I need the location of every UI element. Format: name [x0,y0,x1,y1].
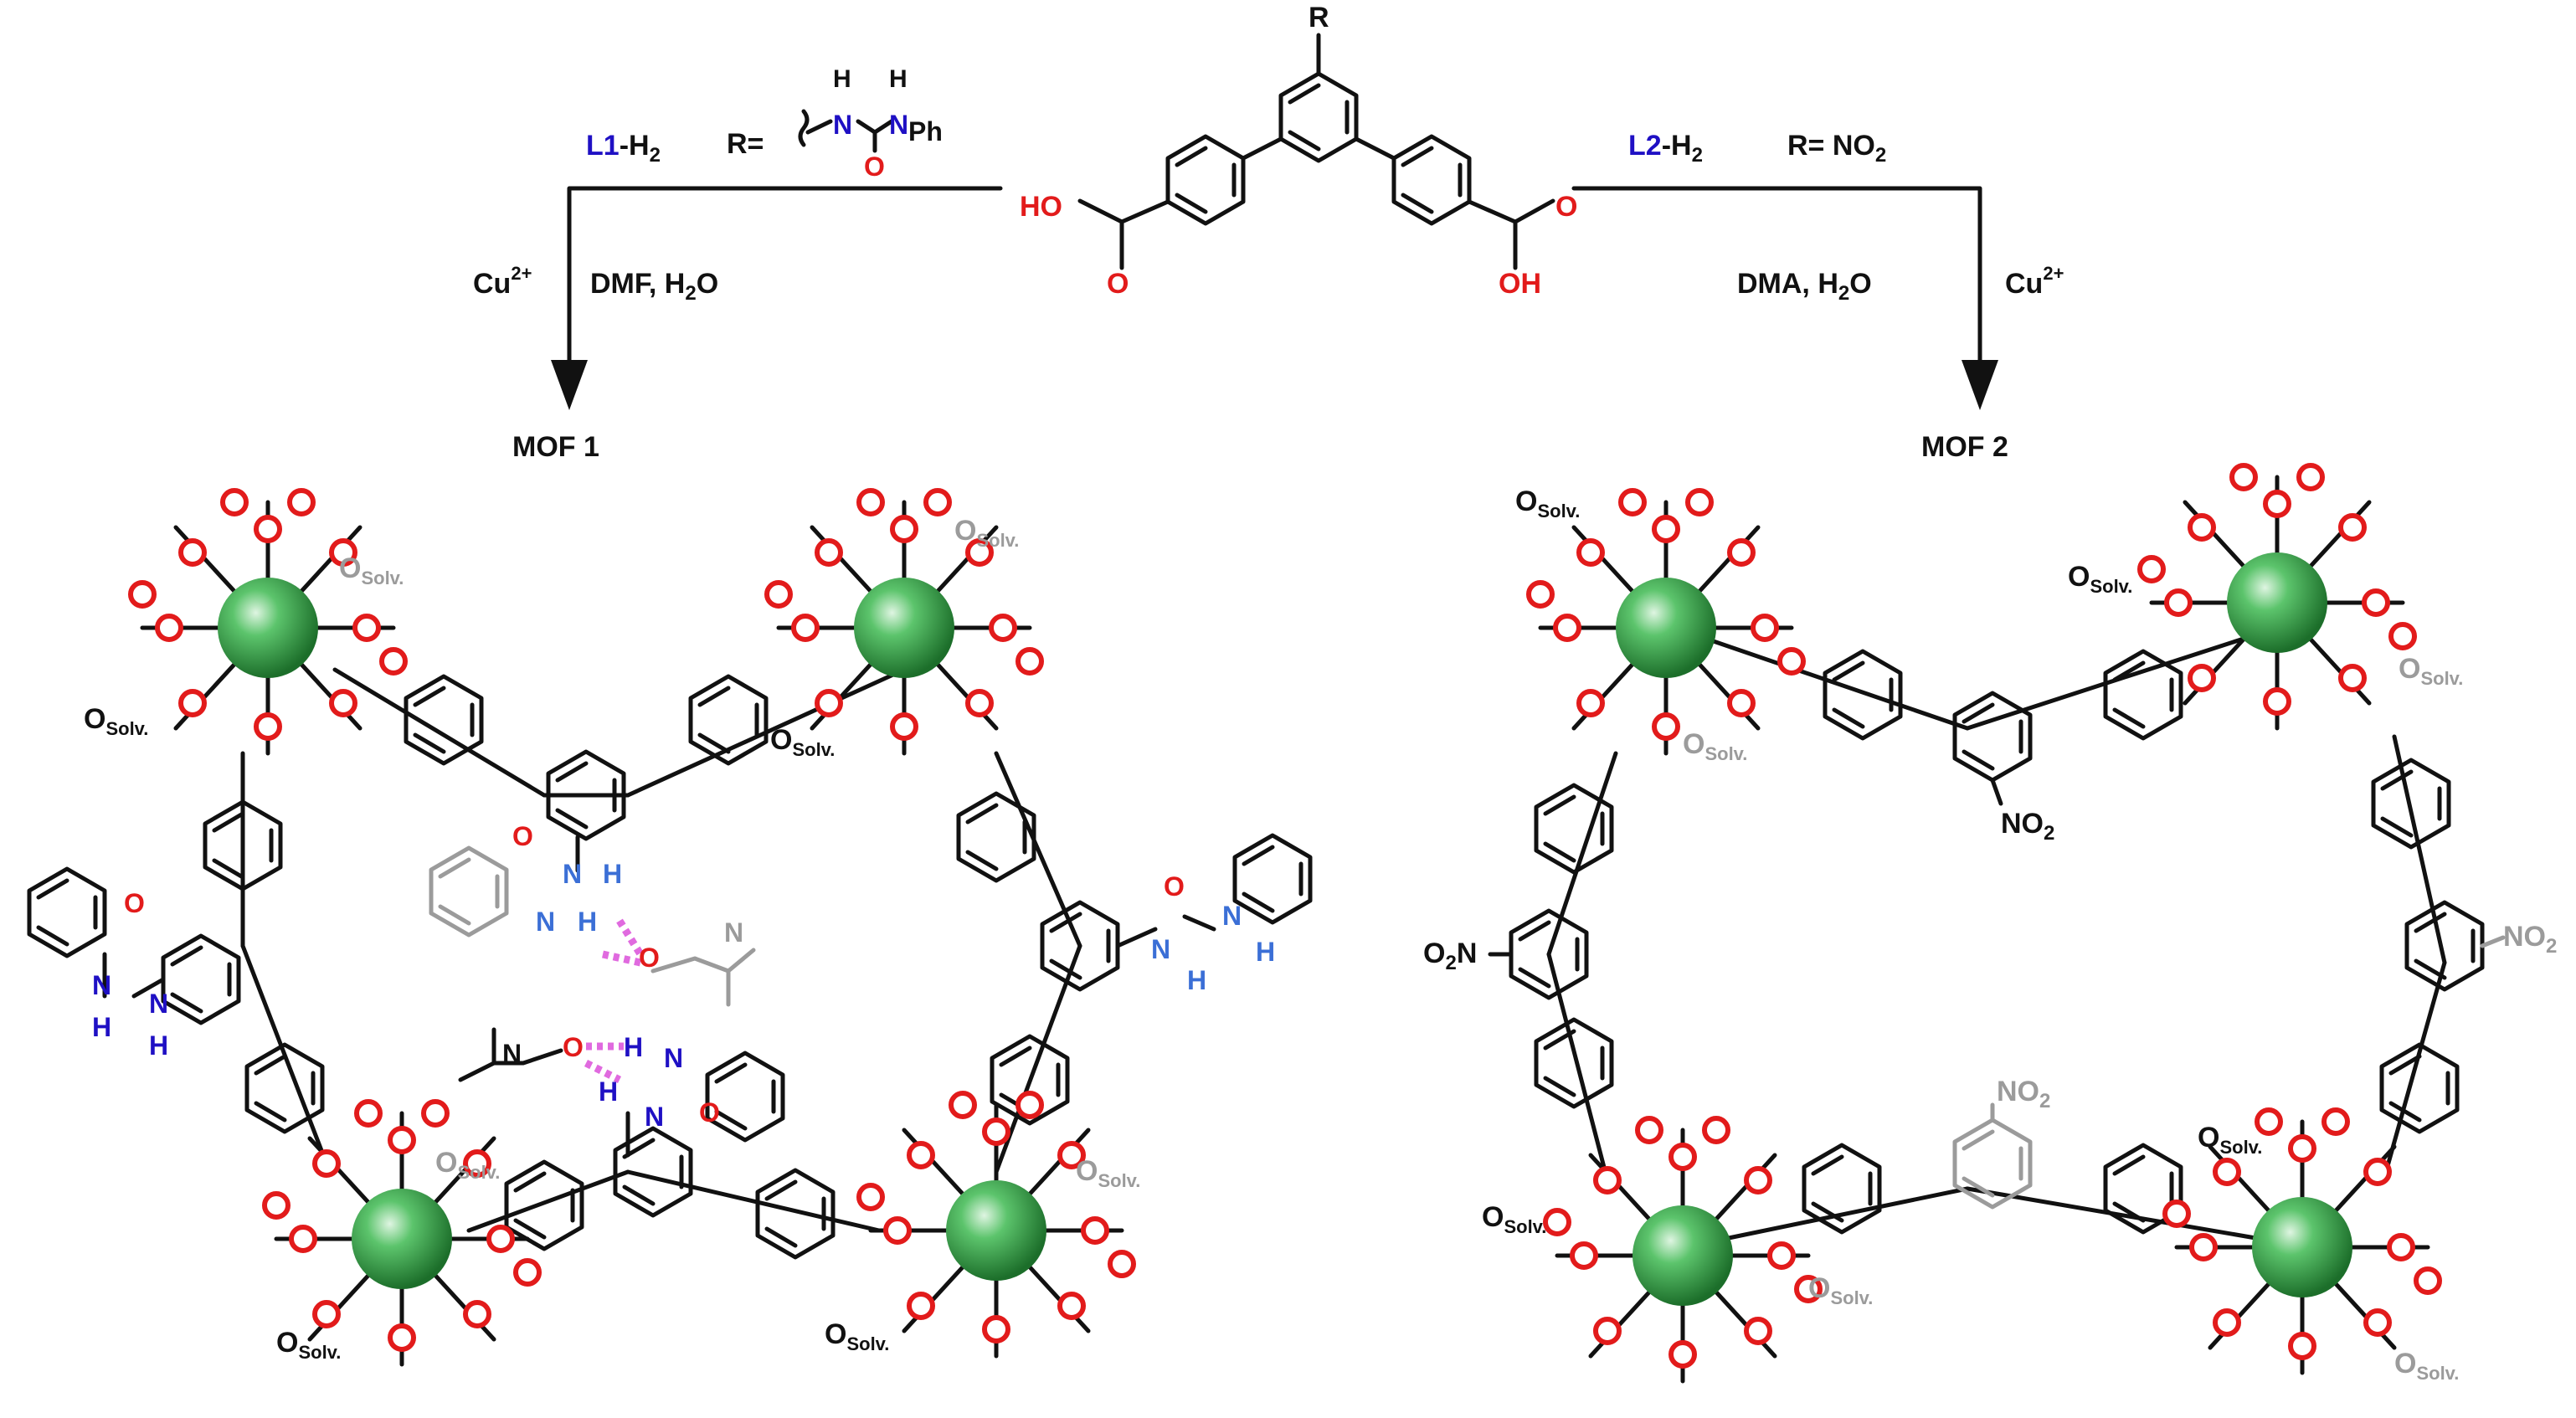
l1-ligand-label: L1-H2 [586,130,661,167]
right-reaction-arrow [1571,186,1998,410]
mof1-framework [29,491,1310,1364]
left-aryl-ring [1168,136,1243,223]
urea-n-label: N [645,1102,664,1132]
osolv-label: OSolv. [435,1147,500,1183]
osolv-label: OSolv. [1683,728,1747,764]
osolv-label: OSolv. [84,703,148,739]
urea-n-label: N [563,859,582,889]
left-solvents-label: DMF, H2O [590,268,718,305]
urea-n-label: N [149,989,168,1019]
ligand-carbonyl-left: O [1107,268,1129,300]
central-ligand [1077,33,1555,270]
mof1-labels: OSolv. OSolv. OSolv. OSolv. OSolv. OSolv… [84,515,1275,1363]
osolv-label: OSolv. [1076,1155,1140,1191]
urea-o-label: O [1164,871,1185,902]
l2-r-label: R= NO2 [1787,130,1886,167]
urea-h-label: H [578,907,597,937]
l1-r-label: R= [727,128,764,160]
osolv-label: OSolv. [339,552,404,588]
urea-o-label: O [512,821,533,851]
urea-n-label: N [92,970,111,1000]
mof1-label: MOF 1 [512,431,599,463]
o2n-label: O2N [1423,938,1477,974]
r-group-n-right: N [889,110,908,140]
urea-n-label: N [1151,934,1170,964]
urea-o-label: O [124,888,145,918]
left-reaction-arrow [551,186,1003,410]
mof2-labels: OSolv. OSolv. OSolv. OSolv. OSolv. OSolv… [1423,486,2557,1384]
right-solvents-label: DMA, H2O [1737,268,1872,305]
no2-label: NO2 [2503,921,2557,958]
ligand-carbonyl-right: O [1555,191,1577,223]
urea-h-label: H [149,1030,168,1061]
urea-n-label: N [1222,901,1242,931]
urea-h-label: H [1187,965,1206,995]
ligand-acid-right: OH [1499,268,1541,300]
osolv-label: OSolv. [2394,1348,2459,1384]
left-metal-label: Cu2+ [473,263,532,300]
r-group-h-left: H [833,65,851,93]
urea-o-label: O [699,1097,720,1128]
osolv-label: OSolv. [1515,486,1580,521]
osolv-label: OSolv. [2198,1122,2262,1158]
right-aryl-ring [1394,136,1469,223]
urea-h-label: H [599,1076,618,1107]
osolv-label: OSolv. [276,1327,341,1363]
ligand-acid-left: HO [1020,191,1062,223]
r-group-ph: Ph [908,116,943,146]
central-ring [1281,74,1356,161]
l2-ligand-label: L2-H2 [1628,130,1703,167]
ligand-r-label: R [1309,2,1329,33]
mof2-label: MOF 2 [1921,431,2008,463]
urea-r-group [798,109,894,153]
osolv-label: OSolv. [954,515,1019,551]
mof2-framework [1488,465,2506,1381]
urea-h-label: H [603,859,622,889]
r-group-h-right: H [889,65,908,93]
urea-h-label: H [92,1012,111,1042]
no2-label: NO2 [1997,1076,2050,1112]
r-group-o: O [864,152,885,182]
urea-h-label: H [1256,937,1275,967]
dmf-n-label: N [724,917,743,948]
dmf-o-label: O [639,943,660,973]
urea-n-label: N [536,907,555,937]
osolv-label: OSolv. [2399,653,2463,689]
dmf-o-label: O [563,1032,584,1062]
osolv-label: OSolv. [825,1318,889,1354]
osolv-label: OSolv. [1482,1201,1546,1237]
dmf-n-label: N [502,1039,522,1069]
osolv-label: OSolv. [770,724,835,760]
no2-label: NO2 [2001,808,2054,845]
osolv-label: OSolv. [1808,1272,1873,1308]
right-metal-label: Cu2+ [2005,263,2064,300]
r-group-n-left: N [833,110,852,140]
urea-h-label: H [624,1032,643,1062]
osolv-label: OSolv. [2068,561,2132,597]
urea-n-label: N [664,1043,683,1073]
